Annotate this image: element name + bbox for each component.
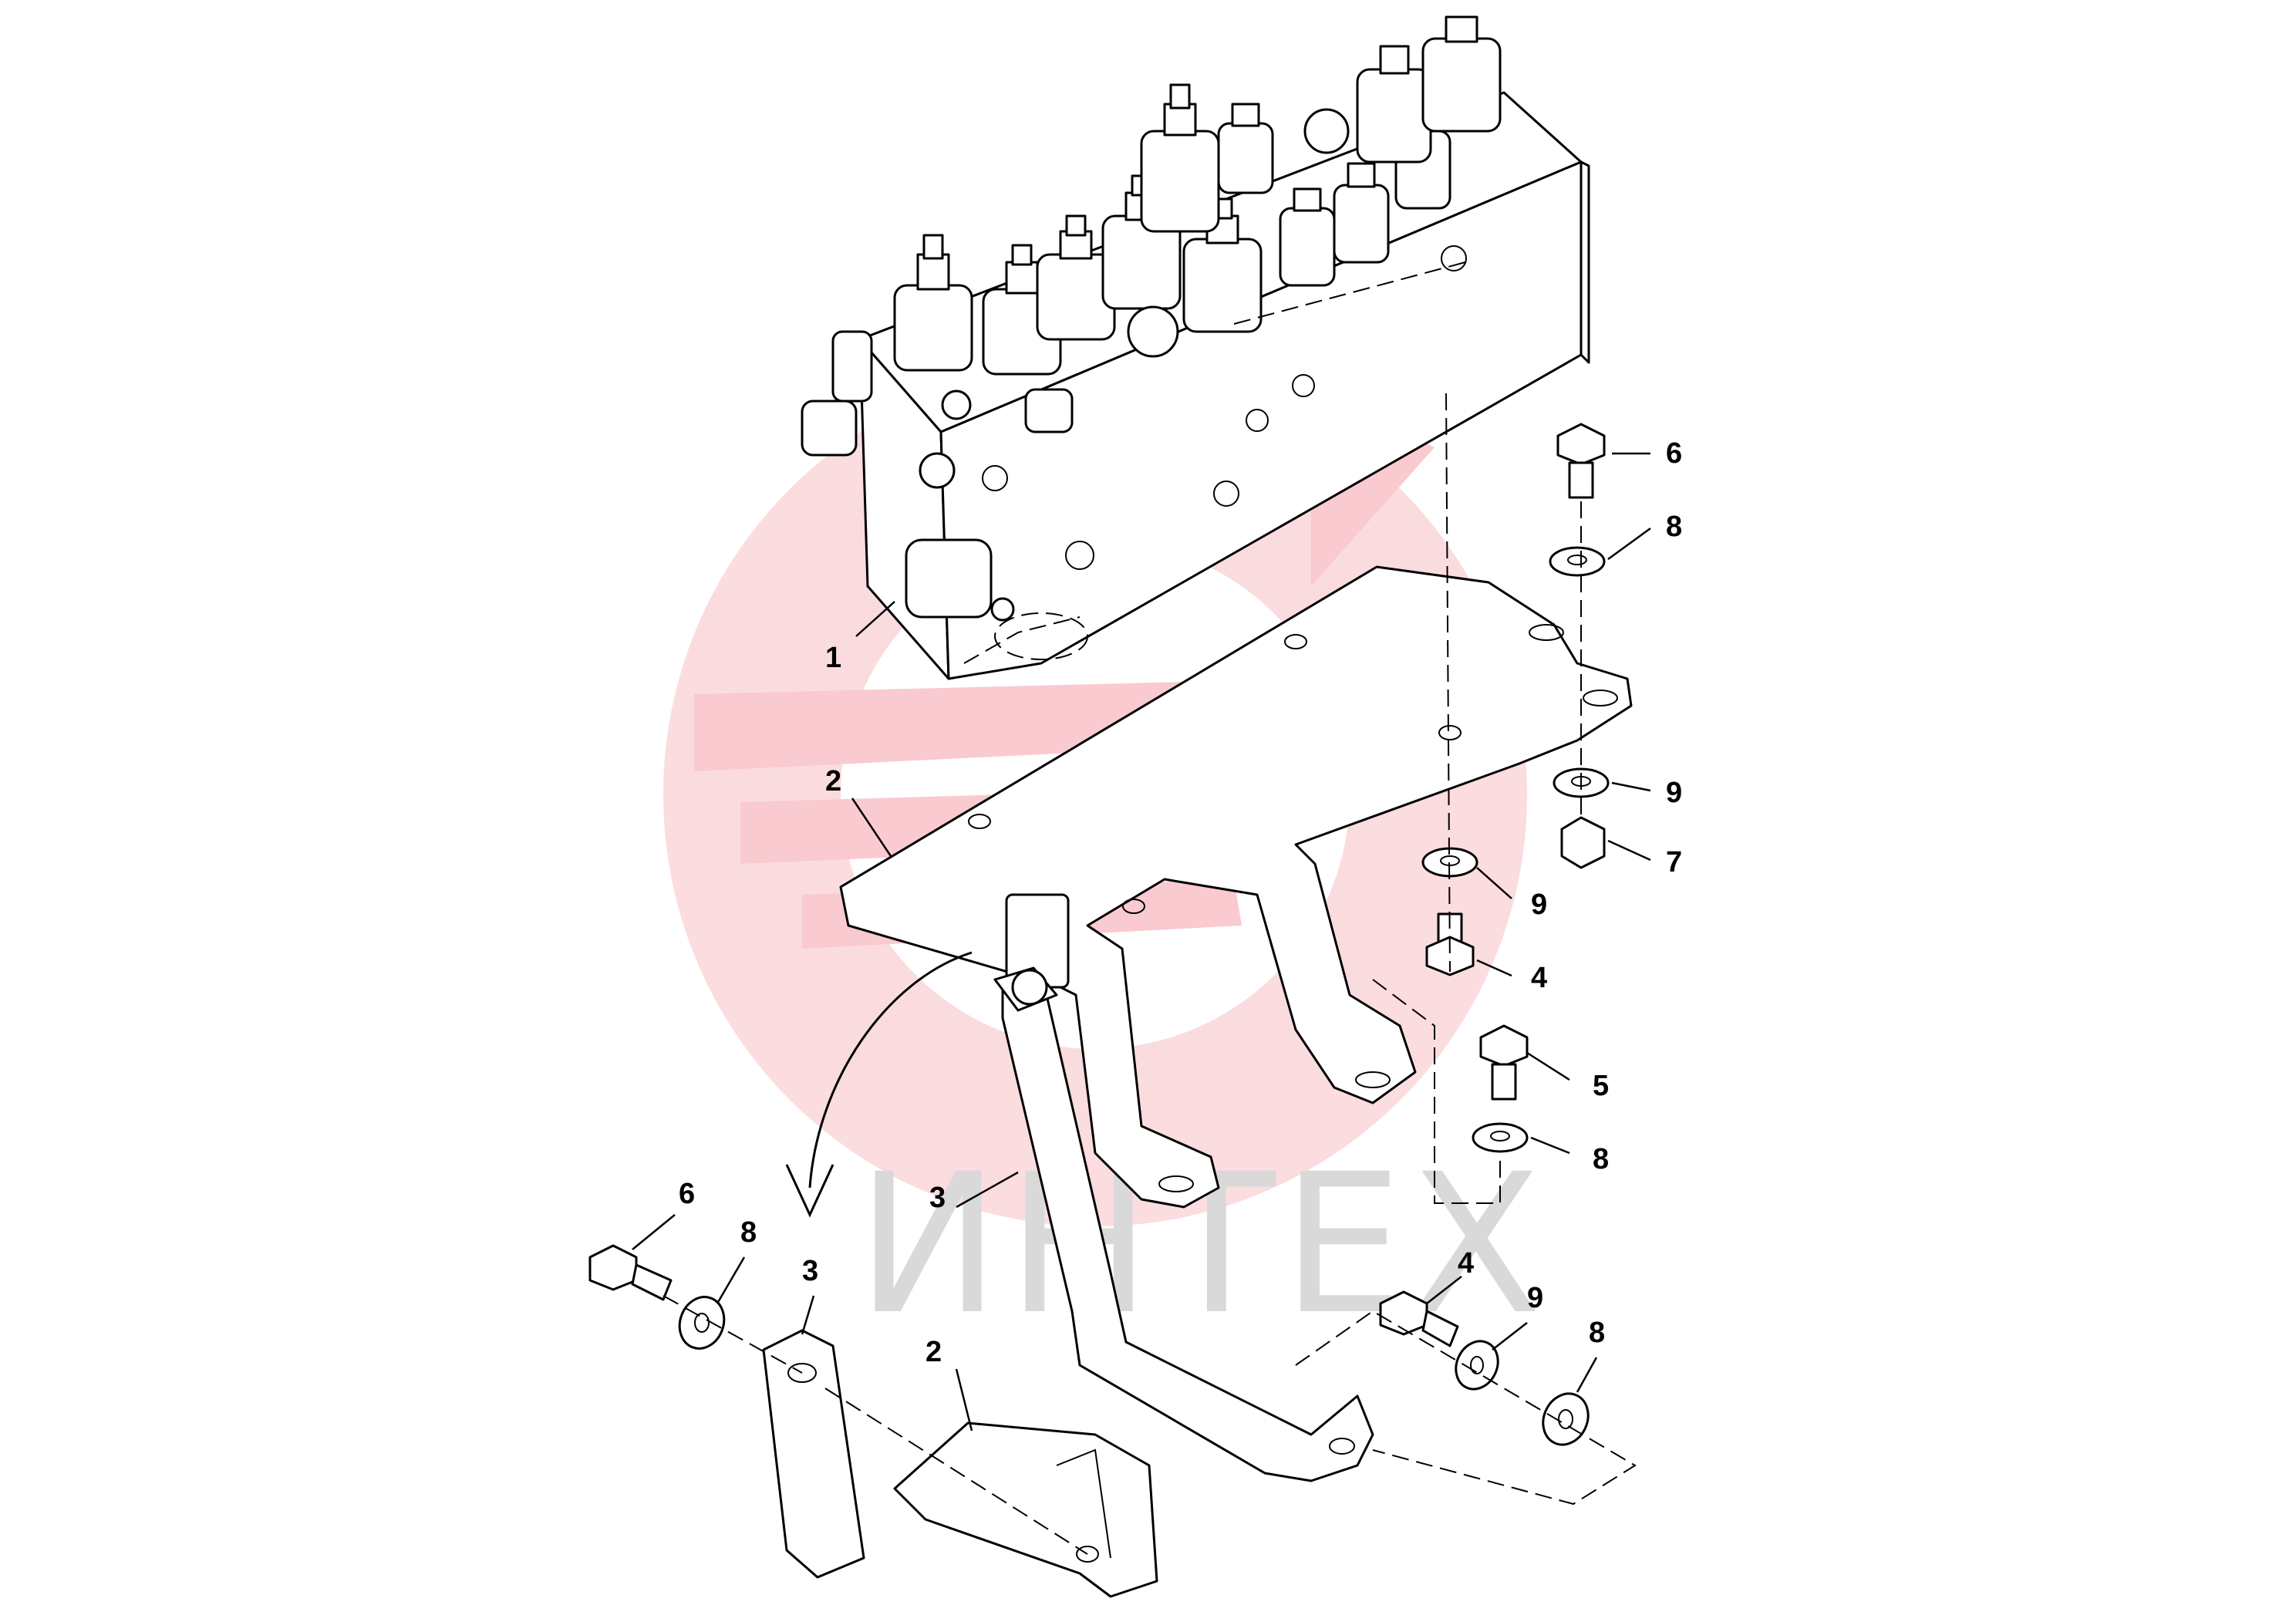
callout-9: 9 [1531,889,1547,921]
callout-5: 5 [1593,1070,1609,1102]
washer-part-8 [1549,546,1606,577]
callout-4: 4 [1458,1247,1474,1280]
solenoid-coil [1356,45,1432,164]
callout-labels: 1 2 2 3 3 4 4 5 6 6 7 8 8 8 8 9 9 9 [679,437,1682,1368]
bolt-part-6 [588,1244,673,1301]
bolt-part-5 [1479,1024,1529,1101]
bolt-part-4 [1379,1290,1459,1347]
solenoid-coil [893,234,973,372]
solenoid-coil [1140,83,1220,233]
strap-part-3-exploded [762,1329,865,1579]
solenoid-coil [1036,214,1116,341]
valve-block-part-1 [801,15,1590,680]
callout-6: 6 [1666,437,1682,470]
callout-3: 3 [802,1255,818,1287]
callout-1: 1 [825,642,841,674]
washer-part-8 [1542,1392,1590,1446]
callout-8: 8 [1666,511,1682,543]
bracket-part-2-exploded [893,1421,1158,1598]
solenoid-coil [1217,103,1274,194]
washer-part-8 [1472,1122,1529,1153]
nut-part-7 [1560,816,1606,869]
mounting-plate-part-2 [839,565,1633,1209]
callout-8: 8 [740,1216,757,1249]
callout-8: 8 [1589,1317,1605,1349]
callout-4: 4 [1531,962,1547,994]
solenoid-coil [1333,162,1390,264]
bolt-part-6 [1556,423,1606,499]
callout-8: 8 [1593,1143,1609,1175]
washer-part-9 [1455,1340,1499,1391]
callout-6: 6 [679,1178,695,1210]
assembly-lines [663,393,1637,1555]
callout-3: 3 [929,1182,946,1214]
solenoid-coil [1279,187,1336,287]
explode-direction-arrow [785,951,973,1218]
callout-2: 2 [825,765,841,798]
leader-lines [632,452,1651,1431]
callout-9: 9 [1666,777,1682,809]
callout-9: 9 [1527,1282,1543,1314]
callout-7: 7 [1666,846,1682,878]
washer-part-8 [678,1296,726,1350]
solenoid-coil [1421,15,1502,133]
lever-arm-part-3 [993,893,1374,1482]
callout-2: 2 [925,1336,942,1368]
